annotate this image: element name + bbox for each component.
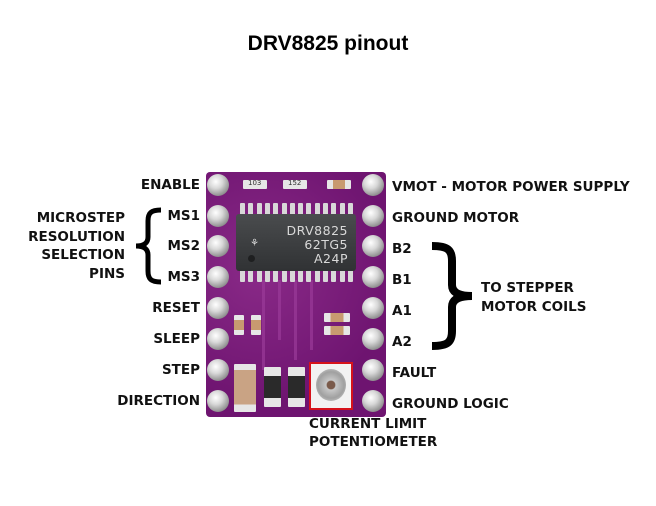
group-label-line: MICROSTEP [36, 210, 125, 226]
pin-label-direction: DIRECTION [117, 393, 200, 409]
chip-leg [240, 203, 245, 215]
chip-leg [248, 270, 254, 282]
pin-label-b2: B2 [392, 241, 412, 257]
header-pin-step [207, 359, 229, 381]
group-label-line: POTENTIOMETER [309, 434, 438, 450]
chip-leg [298, 270, 304, 282]
pcb-trace [294, 280, 297, 360]
chip-leg [339, 203, 345, 215]
pin-label-vmot: VMOT - MOTOR POWER SUPPLY [392, 179, 630, 195]
pin-label-a2: A2 [392, 334, 412, 350]
pin-label-sleep: SLEEP [153, 331, 200, 347]
chip-leg [248, 203, 254, 215]
chip-leg [331, 203, 337, 215]
header-pin-ms3 [207, 266, 229, 288]
capacitor [324, 313, 350, 322]
driver-ic-chip: DRV8825 62TG5 A24P ⚘ [236, 214, 356, 271]
pin-label-fault: FAULT [392, 365, 437, 381]
pin-label-ms3: MS3 [167, 269, 200, 285]
chip-leg [264, 203, 270, 215]
capacitor [327, 180, 351, 189]
header-pin-direction [207, 390, 229, 412]
header-pin-ground-motor [362, 205, 384, 227]
chip-leg [298, 203, 304, 215]
group-label-line: CURRENT LIMIT [309, 416, 427, 432]
pcb-trace [278, 280, 281, 340]
capacitor [251, 315, 261, 335]
capacitor [324, 326, 350, 335]
header-pin-ground-logic [362, 390, 384, 412]
diagram-title: DRV8825 pinout [247, 32, 409, 55]
coils-group-label: TO STEPPER MOTOR COILS [481, 279, 586, 316]
chip-leg [306, 270, 312, 282]
pcb-trace [310, 280, 313, 350]
header-pin-a1 [362, 297, 384, 319]
pin-label-ground-motor: GROUND MOTOR [392, 210, 520, 226]
header-pin-enable [207, 174, 229, 196]
pin-label-ground-logic: GROUND LOGIC [392, 396, 509, 412]
resistor-code: 152 [288, 179, 302, 187]
potentiometer-knob[interactable] [316, 369, 346, 401]
chip-leg [347, 270, 353, 282]
resistor-152: 152 [283, 179, 307, 189]
group-label-line: RESOLUTION [28, 228, 125, 245]
chip-leg [306, 203, 312, 215]
pin-label-a1: A1 [392, 303, 412, 319]
header-pin-fault [362, 359, 384, 381]
chip-marking-line2: 62TG5 [304, 237, 348, 252]
chip-leg [323, 270, 328, 282]
chip-marking-line1: DRV8825 [286, 223, 348, 238]
pin1-dot-icon [248, 255, 255, 262]
pin-label-ms1: MS1 [167, 208, 200, 224]
group-label-line: TO STEPPER [481, 280, 574, 296]
chip-leg [289, 270, 295, 282]
pcb-trace [262, 280, 265, 370]
right-curly-brace-icon [431, 242, 473, 350]
header-pin-b2 [362, 235, 384, 257]
chip-leg [314, 270, 320, 282]
pin-label-ms2: MS2 [167, 238, 200, 254]
ti-logo-icon: ⚘ [250, 238, 259, 249]
header-pin-reset [207, 297, 229, 319]
group-label-line: SELECTION [41, 247, 125, 263]
chip-leg [264, 270, 270, 282]
header-pin-b1 [362, 266, 384, 288]
header-pin-a2 [362, 328, 384, 350]
microstep-group-label: MICROSTEP RESOLUTION SELECTION PINS [28, 209, 125, 283]
resistor-103: 103 [243, 179, 267, 189]
header-pin-sleep [207, 328, 229, 350]
pin-label-step: STEP [161, 362, 200, 378]
left-curly-brace-icon [135, 207, 162, 285]
potentiometer-label: CURRENT LIMIT POTENTIOMETER [309, 415, 437, 451]
header-pin-vmot-motor-power-supply [362, 174, 384, 196]
pin-label-b1: B1 [392, 272, 412, 288]
sense-resistor [264, 367, 281, 407]
pin-label-enable: ENABLE [140, 177, 200, 193]
group-label-line: PINS [89, 265, 125, 282]
chip-leg [314, 203, 320, 215]
pin-label-reset: RESET [152, 300, 200, 316]
header-pin-ms1 [207, 205, 229, 227]
chip-leg [289, 203, 295, 215]
current-limit-potentiometer[interactable] [309, 362, 353, 410]
capacitor [234, 315, 244, 335]
sense-resistor [288, 367, 305, 407]
resistor-code: 103 [248, 179, 262, 187]
chip-leg [240, 270, 245, 282]
group-label-line: MOTOR COILS [481, 298, 587, 315]
chip-leg [281, 203, 287, 215]
chip-leg [273, 270, 279, 282]
chip-leg [339, 270, 345, 282]
chip-leg [347, 203, 353, 215]
chip-leg [273, 203, 279, 215]
chip-leg [256, 203, 262, 215]
chip-leg [281, 270, 287, 282]
chip-leg [331, 270, 337, 282]
chip-leg [323, 203, 328, 215]
chip-leg [256, 270, 262, 282]
header-pin-ms2 [207, 235, 229, 257]
bulk-capacitor [234, 364, 256, 412]
chip-marking-line3: A24P [314, 251, 348, 266]
